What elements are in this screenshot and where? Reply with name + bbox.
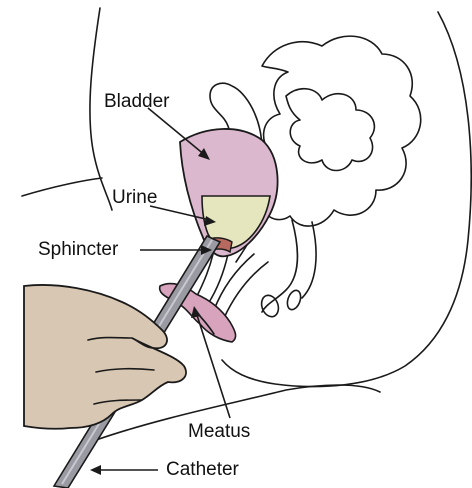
catheter-label: Catheter: [166, 460, 239, 479]
catheter-pointer-icon: [90, 465, 101, 475]
intestine-outline: [256, 36, 421, 226]
meatus-label: Meatus: [188, 422, 250, 441]
bladder-label: Bladder: [104, 92, 170, 111]
hand-shape: [24, 285, 186, 429]
anus-shape-2: [285, 289, 303, 312]
intestine-inner-outline: [286, 89, 374, 171]
thigh-outline: [22, 178, 102, 196]
urine-label: Urine: [112, 188, 157, 207]
bladder-pointer-icon: [148, 108, 206, 156]
sphincter-label: Sphincter: [38, 240, 118, 259]
